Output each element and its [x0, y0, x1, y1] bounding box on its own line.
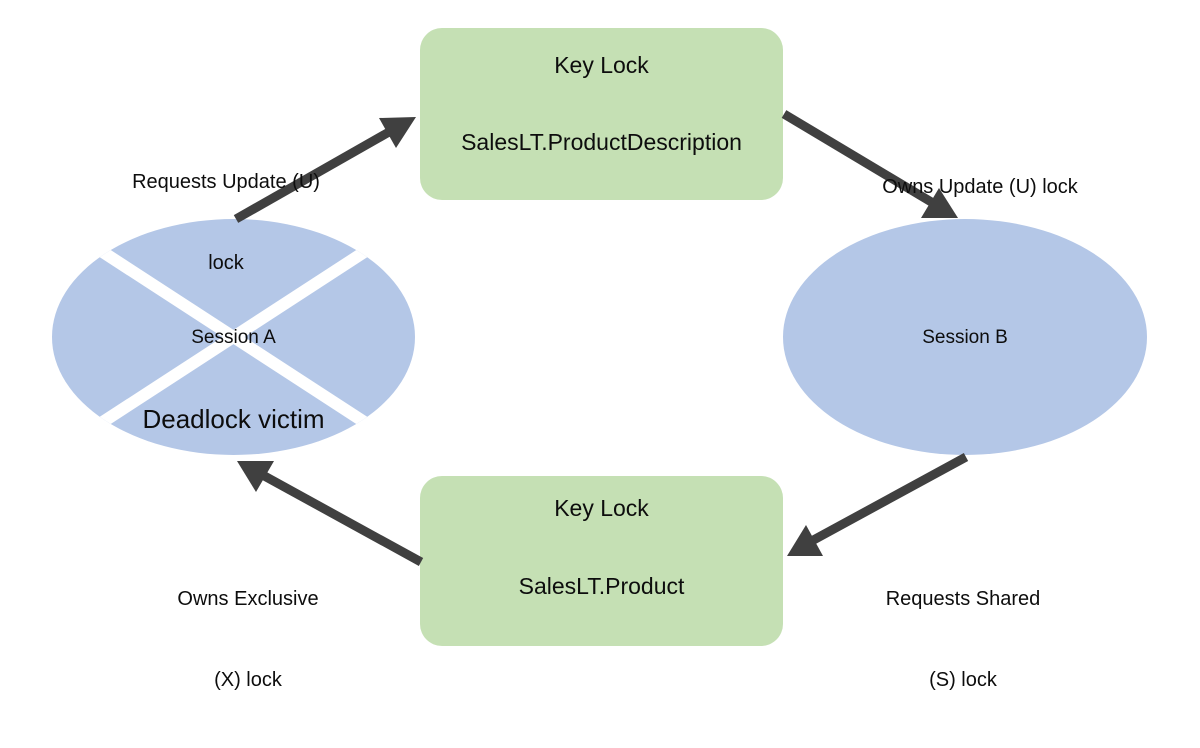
edge-b-requests-s — [787, 453, 969, 556]
edge-a-requests-u — [233, 117, 416, 223]
node-session-a — [52, 219, 415, 455]
edge-label-a-owns-x-line1: Owns Exclusive — [177, 588, 319, 610]
node-session-b — [783, 219, 1147, 455]
edge-label-b-requests-s: Requests Shared (S) lock — [848, 532, 1078, 748]
edge-label-b-requests-s-line2: (S) lock — [929, 669, 997, 691]
edge-label-a-requests-u: Requests Update (U) lock — [88, 115, 364, 331]
edge-label-b-owns-u-line1: Owns Update (U) lock — [882, 176, 1078, 198]
diagram-canvas — [52, 28, 1147, 646]
edge-label-a-requests-u-line2: lock — [208, 252, 244, 274]
deadlock-diagram: Key Lock SalesLT.ProductDescription Key … — [52, 28, 1147, 691]
edge-b-owns-u — [781, 110, 958, 218]
edge-label-b-requests-s-line1: Requests Shared — [885, 588, 1041, 610]
node-bottom-lock — [420, 476, 783, 646]
edge-label-a-requests-u-line1: Requests Update (U) — [132, 171, 320, 193]
edge-label-b-owns-u: Owns Update (U) lock — [844, 120, 1116, 255]
deadlock-cross-icon — [52, 219, 415, 455]
edge-label-a-owns-x-line2: (X) lock — [214, 669, 282, 691]
node-top-lock — [420, 28, 783, 200]
edge-label-a-owns-x: Owns Exclusive (X) lock — [133, 532, 363, 748]
edge-a-owns-x — [237, 461, 424, 566]
